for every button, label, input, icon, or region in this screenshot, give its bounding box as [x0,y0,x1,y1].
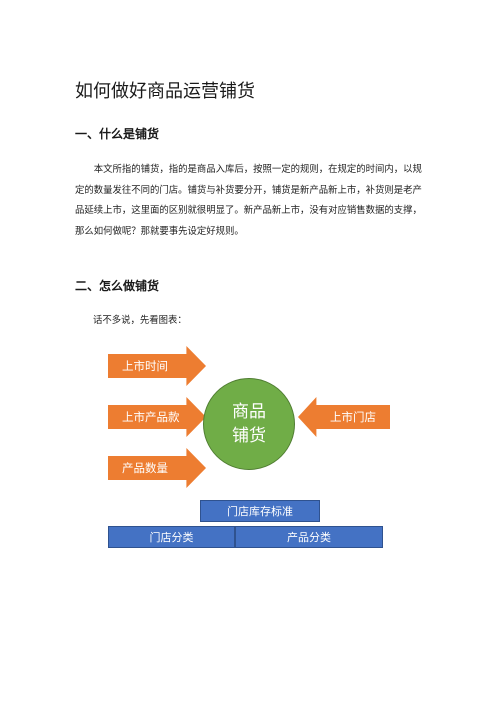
arrow-launch-products: 上市产品款 [108,397,206,437]
section-intro-how: 话不多说，先看图表： [93,315,187,326]
section-heading-how: 二、怎么做铺货 [75,279,160,293]
arrow-launch-stores: 上市门店 [298,397,390,437]
arrow-launch-time: 上市时间 [108,346,206,386]
bar-store-category: 门店分类 [108,526,235,548]
center-label-line1: 商品 [232,402,266,422]
bar-product-category: 产品分类 [235,526,383,548]
center-label-line2: 铺货 [232,426,266,446]
section-paragraph-what: 本文所指的铺货，指的是商品入库后，按照一定的规则，在规定的时间内，以规定的数量发… [75,164,422,237]
page-title: 如何做好商品运营铺货 [75,81,255,102]
center-circle: 商品 铺货 [203,378,295,470]
arrow-product-quantity: 产品数量 [108,448,206,488]
bar-store-stock-standard: 门店库存标准 [200,500,320,522]
section-heading-what: 一、什么是铺货 [75,127,160,141]
